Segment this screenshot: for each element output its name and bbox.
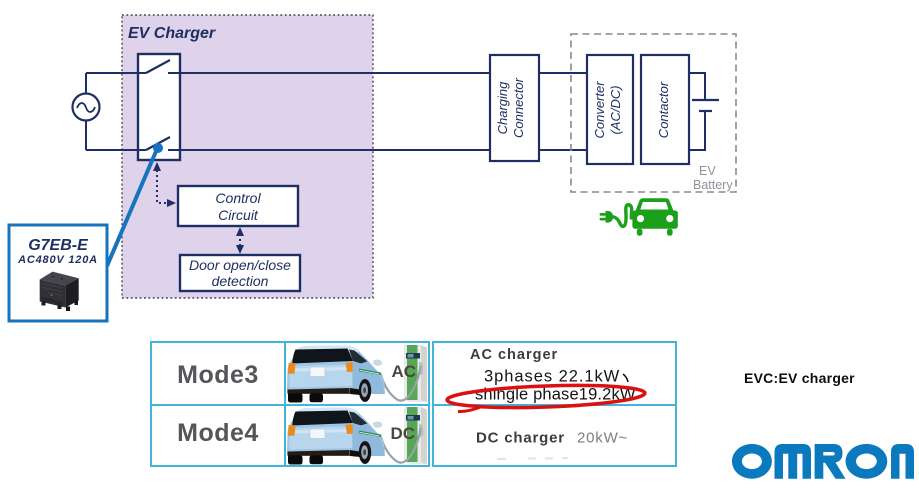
svg-text:Circuit: Circuit — [218, 207, 259, 223]
svg-text:Control: Control — [215, 190, 261, 206]
svg-text:EVC:EV charger: EVC:EV charger — [744, 370, 855, 386]
svg-text:AC: AC — [392, 362, 417, 381]
svg-text:(AC/DC): (AC/DC) — [608, 85, 623, 134]
svg-text:Mode3: Mode3 — [177, 361, 259, 389]
svg-text:G7EB-E: G7EB-E — [28, 237, 89, 254]
svg-text:Converter: Converter — [592, 81, 607, 139]
svg-text:Mode4: Mode4 — [177, 419, 259, 447]
svg-text:3phases 22.1kW: 3phases 22.1kW — [484, 368, 620, 386]
svg-text:Connector: Connector — [511, 77, 526, 138]
svg-text:EV: EV — [699, 164, 716, 178]
svg-text:shingle phase19.2kW: shingle phase19.2kW — [475, 386, 636, 404]
svg-text:Charging: Charging — [495, 81, 510, 135]
svg-text:DC charger: DC charger — [476, 430, 565, 447]
svg-text:AC480V 120A: AC480V 120A — [17, 254, 98, 266]
svg-text:Battery: Battery — [693, 178, 733, 192]
svg-text:detection: detection — [212, 273, 269, 289]
svg-text:Contactor: Contactor — [656, 81, 671, 138]
svg-text:DC: DC — [391, 424, 416, 443]
svg-text:20kW~: 20kW~ — [577, 430, 628, 447]
svg-text:Door open/close: Door open/close — [189, 257, 291, 273]
svg-text:AC charger: AC charger — [470, 347, 558, 363]
svg-text:EV Charger: EV Charger — [128, 25, 216, 42]
